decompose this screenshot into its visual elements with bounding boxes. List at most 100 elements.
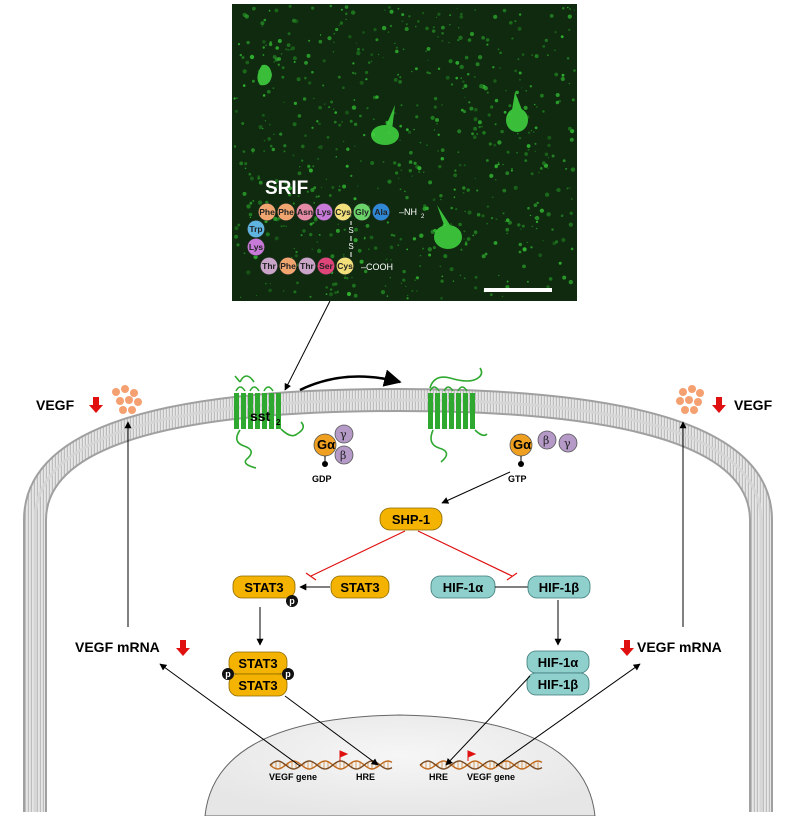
- hif-dimer-alpha: HIF-1α: [538, 655, 579, 670]
- amino-acid-label: Ser: [319, 261, 333, 271]
- micrograph-pointer-line: [284, 300, 331, 391]
- amino-acid-top-6: Ala: [372, 203, 390, 221]
- vegf-right-down-arrow: [712, 397, 726, 413]
- vegf-mrna-left: VEGF mRNA: [75, 639, 190, 656]
- g-beta-left: [334, 445, 354, 465]
- vegf-mrna-right-label: VEGF mRNA: [637, 639, 722, 655]
- g-gamma-left: [334, 424, 354, 444]
- g-protein-inactive: Gα γ β GDP: [312, 424, 354, 484]
- amino-acid-top-1: Phe: [277, 203, 295, 221]
- stat3-phospho-label: STAT3: [244, 580, 283, 595]
- amino-acid-side-0: Trp: [247, 220, 265, 238]
- cell-membrane: [23, 387, 773, 812]
- vegf-right-particles: [676, 385, 704, 414]
- amino-acid-bottom-1: Phe: [279, 257, 297, 275]
- shp1-inhibition: [305, 530, 518, 581]
- g-beta-right: [537, 430, 557, 450]
- amino-acid-label: Cys: [337, 261, 353, 271]
- amino-acid-label: Asn: [297, 207, 313, 217]
- amino-acid-bottom-0: Thr: [260, 257, 278, 275]
- hif1b-label: HIF-1β: [539, 580, 580, 595]
- g-beta-right-label: β: [543, 434, 549, 447]
- vegf-secretion-left: VEGF: [36, 385, 142, 414]
- amino-acid-top-3: Lys: [315, 203, 333, 221]
- activation-arrow: [299, 369, 402, 392]
- amino-acid-label: Lys: [249, 242, 264, 252]
- scale-bar: [484, 288, 552, 292]
- shp1-label: SHP-1: [392, 512, 430, 527]
- hif-dimer: HIF-1α HIF-1β: [526, 650, 590, 696]
- amino-acid-label: Phe: [280, 261, 296, 271]
- vegf-mrna-right: VEGF mRNA: [620, 639, 722, 656]
- receptor-label: sst: [250, 408, 271, 424]
- g-alpha-left-label: Gα: [317, 437, 335, 452]
- neuron-cells: [257, 64, 528, 249]
- vegf-left-down-arrow: [89, 397, 103, 413]
- sulfur-label: S: [348, 242, 353, 251]
- amino-acid-bottom-2: Thr: [298, 257, 316, 275]
- g-protein-active: Gα β γ GTP: [508, 430, 578, 484]
- amino-acid-side-1: Lys: [247, 238, 265, 256]
- srif-title: SRIF: [265, 178, 308, 199]
- stat3-phospho: STAT3 p: [232, 575, 298, 607]
- hre-right-label: HRE: [429, 772, 448, 782]
- amino-acid-label: Trp: [249, 224, 262, 234]
- stat3-dimer: STAT3 STAT3 p p: [222, 651, 294, 697]
- vegf-secretion-right: VEGF: [676, 385, 773, 414]
- phospho-3: p: [285, 669, 291, 679]
- hif1b-box: HIF-1β: [527, 575, 591, 599]
- vegf-left-particles: [112, 385, 142, 414]
- amino-acid-label: Phe: [259, 207, 275, 217]
- g-gamma-right: [558, 433, 578, 453]
- sst2-receptor-active: [428, 367, 488, 463]
- stat3-unphospho: STAT3: [330, 575, 390, 599]
- amino-acid-label: Thr: [262, 261, 276, 271]
- vegf-gene-right-label: VEGF gene: [467, 772, 515, 782]
- gtp-label: GTP: [508, 474, 527, 484]
- g-gamma-right-label: γ: [564, 437, 571, 450]
- vegf-mrna-left-down-arrow: [176, 640, 190, 656]
- g-alpha-right-label: Gα: [513, 437, 531, 452]
- nh2-subscript: 2: [421, 214, 425, 220]
- micrograph-speckles: [233, 4, 576, 300]
- amino-acid-top-4: Cys: [334, 203, 352, 221]
- hre-left-label: HRE: [356, 772, 375, 782]
- vegf-right-label: VEGF: [734, 397, 773, 413]
- nh2-label: –NH: [399, 207, 417, 217]
- phospho-2: p: [225, 669, 231, 679]
- hif1a-label: HIF-1α: [443, 580, 484, 595]
- amino-acid-label: Thr: [300, 261, 314, 271]
- sst2-receptor-inactive: sst 2: [234, 375, 305, 469]
- sulfur-label: S: [348, 226, 353, 235]
- amino-acid-top-5: Gly: [353, 203, 371, 221]
- amino-acid-label: Phe: [278, 207, 294, 217]
- stat3-label: STAT3: [340, 580, 379, 595]
- shp1-box: SHP-1: [379, 507, 443, 531]
- stat3-dimer-bottom: STAT3: [238, 678, 277, 693]
- amino-acid-label: Ala: [374, 207, 388, 217]
- amino-acid-label: Lys: [317, 207, 332, 217]
- phospho-1: p: [289, 596, 295, 606]
- g-gamma-left-label: γ: [340, 428, 347, 441]
- amino-acid-bottom-4: Cys: [336, 257, 354, 275]
- amino-acid-top-0: Phe: [258, 203, 276, 221]
- g-beta-left-label: β: [340, 449, 346, 462]
- amino-acid-label: Gly: [355, 207, 369, 217]
- vegf-mrna-right-down-arrow: [620, 640, 634, 656]
- nucleus: [204, 714, 596, 816]
- amino-acid-bottom-3: Ser: [317, 257, 335, 275]
- hif1a-box: HIF-1α: [430, 575, 496, 599]
- cooh-label: –COOH: [361, 262, 393, 272]
- amino-acid-top-2: Asn: [296, 203, 314, 221]
- gdp-label: GDP: [312, 474, 332, 484]
- vegf-left-label: VEGF: [36, 397, 75, 413]
- receptor-subscript: 2: [276, 418, 281, 427]
- vegf-gene-left-label: VEGF gene: [269, 772, 317, 782]
- vegf-mrna-left-label: VEGF mRNA: [75, 639, 160, 655]
- stat3-dimer-top: STAT3: [238, 656, 277, 671]
- amino-acid-label: Cys: [335, 207, 351, 217]
- hif-dimer-beta: HIF-1β: [538, 677, 579, 692]
